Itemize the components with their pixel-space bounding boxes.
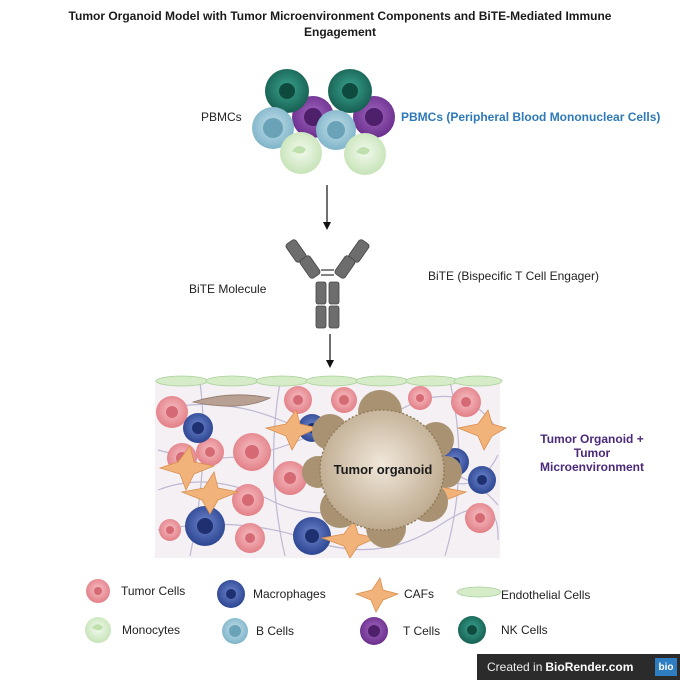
legend-label-b-cells: B Cells — [256, 624, 295, 638]
tumor-cell-icon — [86, 579, 110, 603]
monocyte — [280, 132, 322, 174]
bite-molecule — [285, 239, 370, 329]
monocyte-icon — [85, 617, 111, 643]
t-cell-icon — [360, 617, 388, 645]
nk-cell-icon — [458, 616, 486, 644]
legend-label-macrophages: Macrophages — [253, 587, 326, 601]
diagram-title: Tumor Organoid Model with Tumor Microenv… — [68, 9, 612, 39]
tumor-microenvironment — [155, 375, 508, 559]
pbmc-cluster — [252, 69, 395, 175]
macrophage-icon — [217, 580, 245, 608]
tme-label: Tumor Organoid + Tumor Microenvironment — [539, 432, 644, 474]
bite-full-label: BiTE (Bispecific T Cell Engager) — [428, 269, 599, 283]
biorender-badge[interactable]: Created in BioRender.com bio — [477, 654, 680, 680]
legend-label-t-cells: T Cells — [403, 624, 441, 638]
tumor-organoid — [302, 390, 462, 548]
monocyte — [344, 133, 386, 175]
endothelial-layer — [155, 375, 503, 387]
legend-label-endothelial-cells: Endothelial Cells — [501, 588, 591, 602]
biorender-logo-icon: bio — [655, 658, 677, 676]
legend-label-cafs: CAFs — [404, 587, 434, 601]
caf-icon — [354, 577, 400, 613]
bite-short-label: BiTE Molecule — [189, 282, 267, 296]
legend-label-monocytes: Monocytes — [122, 623, 181, 637]
arrow-bite-to-organoid — [326, 334, 334, 368]
fibroblast — [191, 394, 272, 407]
legend-label-nk-cells: NK Cells — [501, 623, 548, 637]
legend-label-tumor-cells: Tumor Cells — [121, 584, 186, 598]
arrow-pbmc-to-bite — [323, 185, 331, 230]
b-cell — [316, 110, 356, 150]
legend-icons — [85, 577, 502, 645]
nk-cell — [328, 69, 372, 113]
pbmcs-short-label: PBMCs — [201, 110, 242, 124]
endothelial-cell-icon — [456, 586, 502, 598]
biorender-brand-text: BioRender.com — [545, 660, 634, 674]
tumor-cells — [156, 386, 495, 553]
pbmcs-full-label: PBMCs (Peripheral Blood Mononuclear Cell… — [401, 110, 661, 124]
created-in-text: Created in — [487, 660, 543, 674]
b-cell-icon — [222, 618, 248, 644]
organoid-center-label: Tumor organoid — [333, 462, 433, 477]
b-cell — [252, 107, 294, 149]
nk-cell — [265, 69, 309, 113]
